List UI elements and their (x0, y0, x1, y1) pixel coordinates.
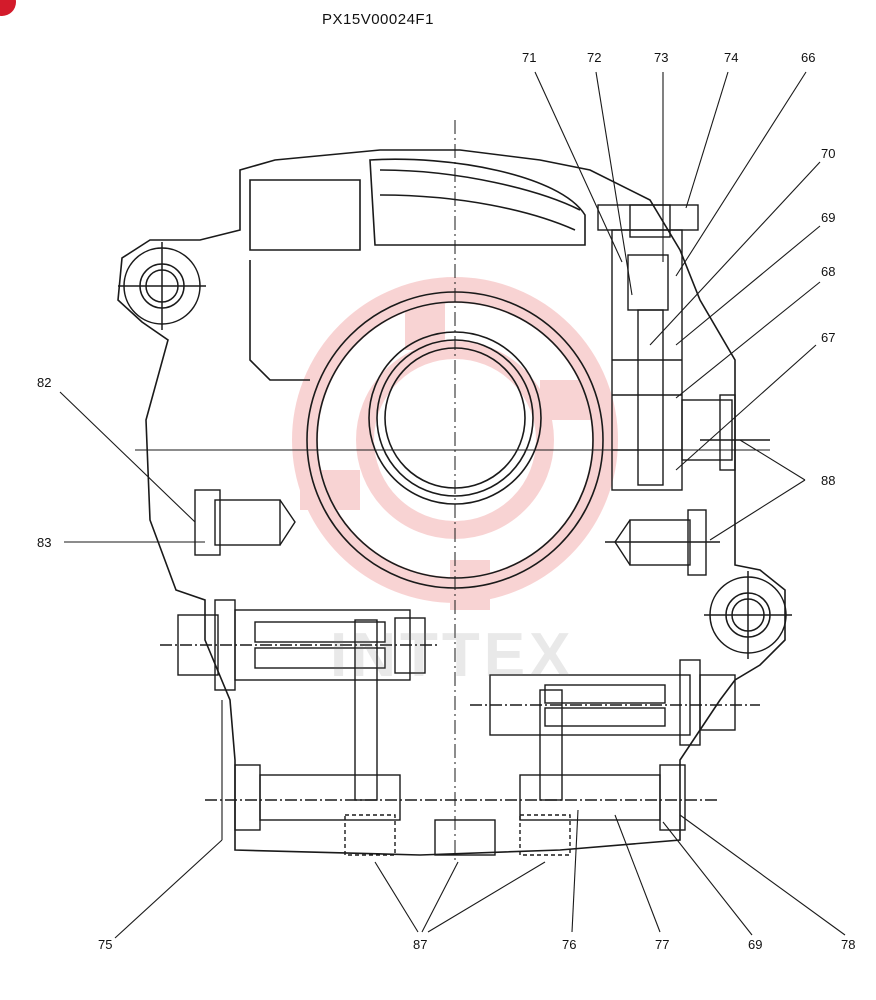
label-82: 82 (37, 375, 52, 390)
label-69-upper: 69 (821, 210, 836, 225)
watermark-text: INTTEX (330, 621, 575, 690)
label-69-lower: 69 (748, 937, 763, 952)
label-78: 78 (841, 937, 856, 952)
leader-lines (59, 71, 846, 939)
label-75: 75 (98, 937, 113, 952)
label-77: 77 (655, 937, 670, 952)
label-71: 71 (522, 50, 537, 65)
label-87: 87 (413, 937, 428, 952)
housing-outline (117, 149, 786, 856)
label-70: 70 (821, 146, 836, 161)
label-83: 83 (37, 535, 52, 550)
drawing-code: PX15V00024F1 (322, 11, 434, 28)
spool-upper-left (160, 599, 440, 691)
label-67: 67 (821, 330, 836, 345)
spool-middle-right (470, 659, 760, 746)
central-bore (135, 120, 770, 860)
label-73: 73 (654, 50, 669, 65)
plug-88-lower (605, 509, 720, 576)
plug-83 (194, 489, 296, 556)
label-88: 88 (821, 473, 836, 488)
shuttle-lower (205, 619, 720, 856)
label-68: 68 (821, 264, 836, 279)
label-66: 66 (801, 50, 816, 65)
mount-boss-right (704, 571, 792, 659)
mount-boss-left (118, 242, 206, 330)
label-72: 72 (587, 50, 602, 65)
label-76: 76 (562, 937, 577, 952)
valve-stack-upper-right (597, 204, 770, 491)
label-74: 74 (724, 50, 739, 65)
